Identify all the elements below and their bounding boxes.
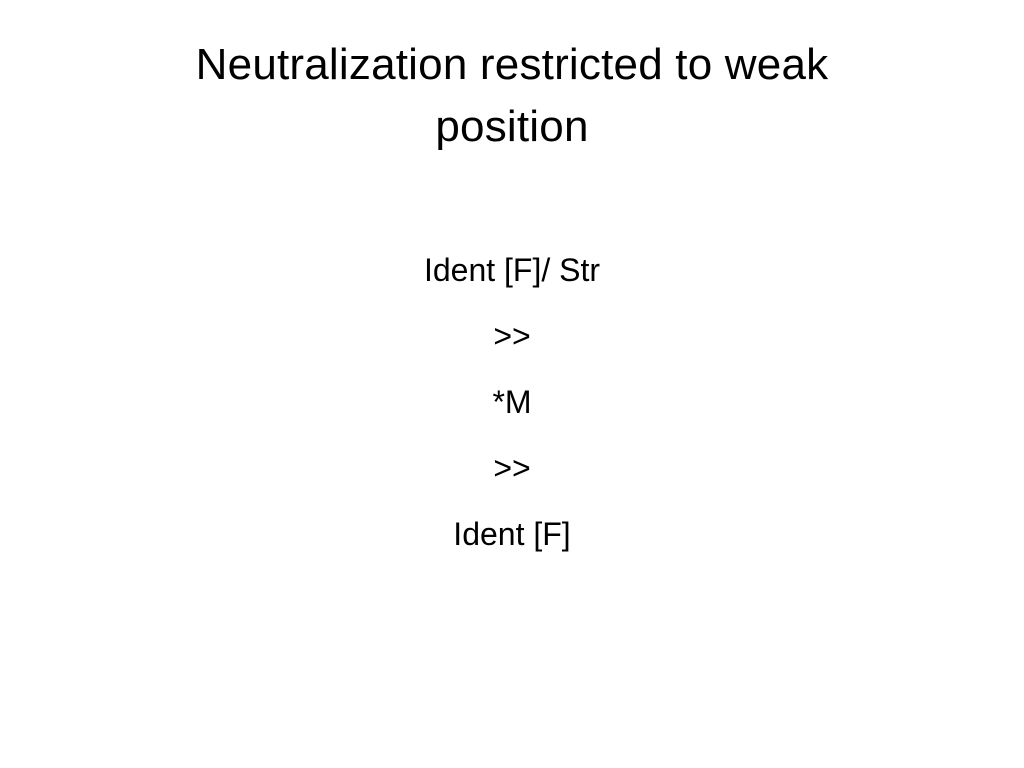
ranking-operator: >> (493, 450, 531, 486)
constraint-ranking: Ident [F]/ Str >> *M >> Ident [F] (80, 250, 944, 580)
ranking-operator: >> (493, 318, 531, 354)
slide-title-line-1: Neutralization restricted to weak (195, 40, 829, 89)
constraint-star-m: *M (492, 384, 532, 420)
slide-title-line-2: position (435, 102, 589, 151)
slide-title: Neutralization restricted to weak positi… (80, 34, 944, 158)
constraint-ident-f: Ident [F] (453, 516, 571, 552)
constraint-ident-f-str: Ident [F]/ Str (423, 252, 601, 288)
